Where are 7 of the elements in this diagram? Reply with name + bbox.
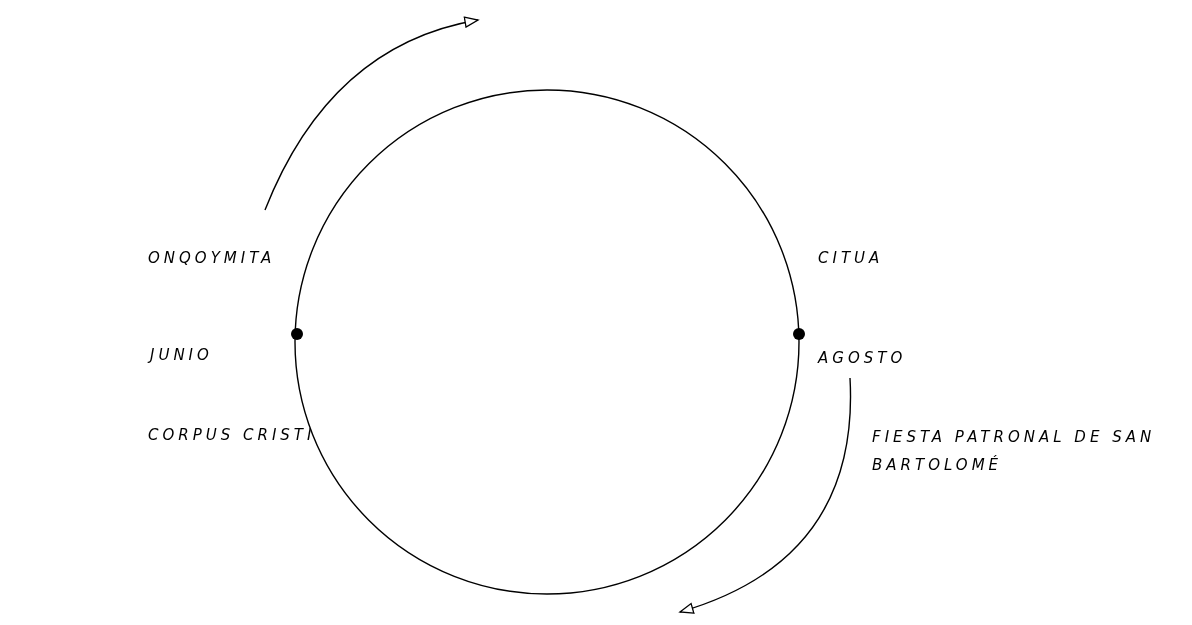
annotation-text: AGOSTO [818, 348, 908, 369]
annotation-text: FIESTA PATRONAL DE SAN BARTOLOMÉ [872, 427, 1157, 476]
annotation-text: ONQOYMITA [148, 248, 277, 269]
month-dot [289, 326, 305, 342]
month-dot [791, 326, 807, 342]
annotation-text: CITUA [818, 248, 885, 269]
annotation-text: CORPUS CRISTI [148, 425, 317, 446]
